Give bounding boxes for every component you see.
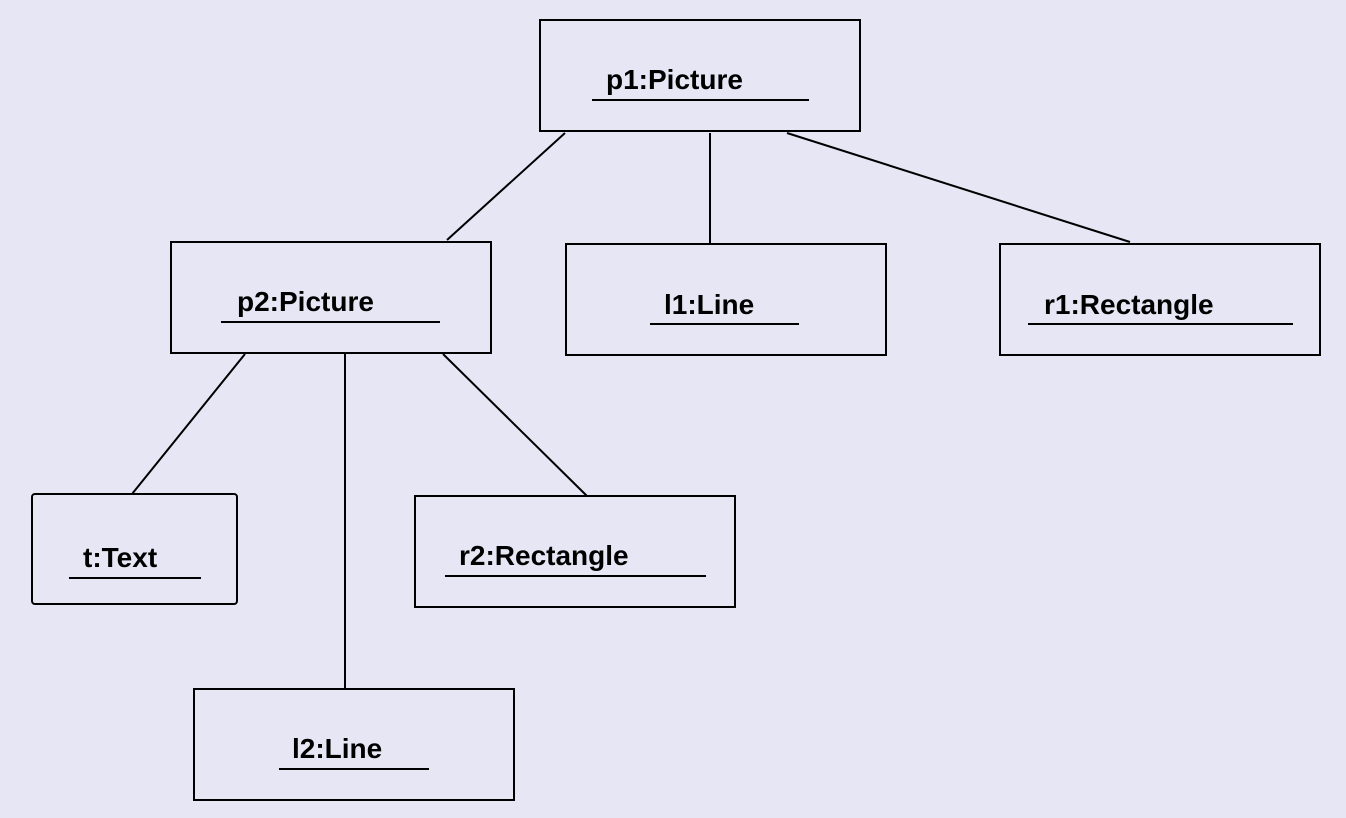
node-label: t:Text — [83, 542, 157, 573]
node-box — [31, 493, 238, 605]
link-p1-p2 — [446, 132, 566, 241]
node-box — [414, 495, 736, 608]
node-label: p1:Picture — [606, 64, 743, 95]
node-box — [170, 241, 492, 354]
link-p2-t — [131, 353, 246, 495]
node-box — [539, 19, 861, 132]
node-t-text: t:Text — [31, 493, 238, 605]
node-l2-line: l2:Line — [193, 688, 515, 801]
node-label: p2:Picture — [237, 286, 374, 317]
node-l1-line: l1:Line — [565, 243, 887, 356]
node-r2-rectangle: r2:Rectangle — [414, 495, 736, 608]
node-box — [565, 243, 887, 356]
node-p2-picture: p2:Picture — [170, 241, 492, 354]
node-label: l1:Line — [664, 289, 754, 320]
node-p1-picture: p1:Picture — [539, 19, 861, 132]
node-r1-rectangle: r1:Rectangle — [999, 243, 1321, 356]
link-p1-r1 — [786, 132, 1131, 243]
link-p2-r2 — [442, 353, 588, 497]
node-box — [193, 688, 515, 801]
node-label: l2:Line — [292, 733, 382, 764]
node-box — [999, 243, 1321, 356]
node-label: r1:Rectangle — [1044, 289, 1214, 320]
node-label: r2:Rectangle — [459, 540, 629, 571]
